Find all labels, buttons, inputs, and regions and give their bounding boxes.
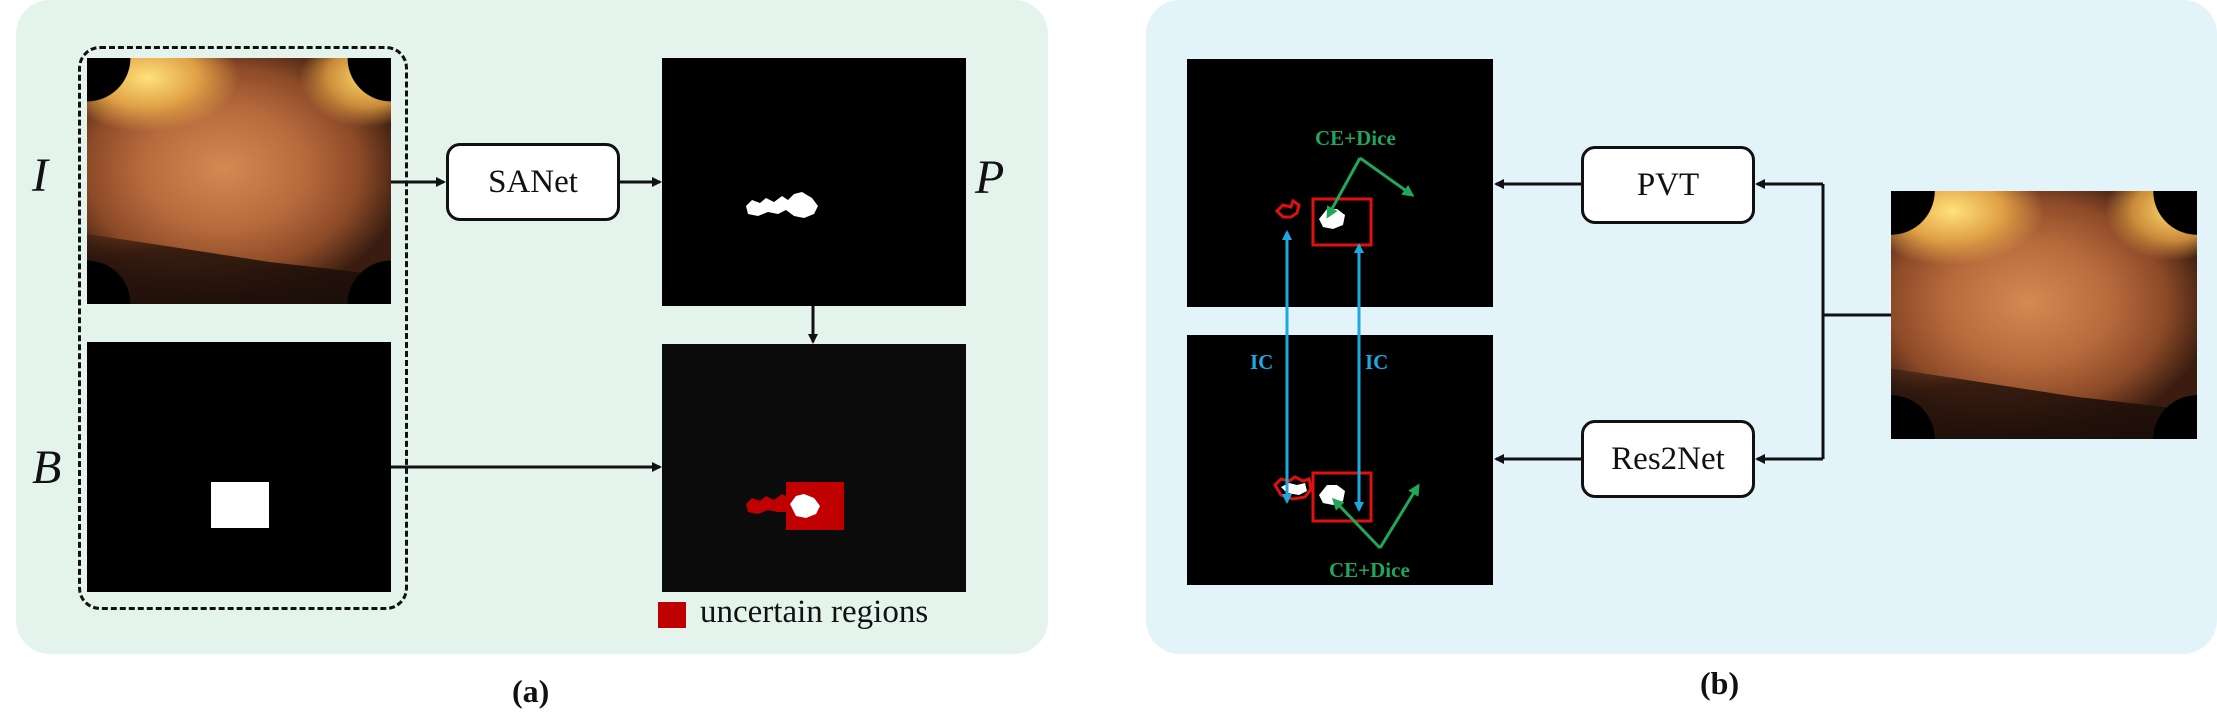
prediction-mask-image	[662, 58, 966, 306]
symbol-i: I	[32, 149, 48, 202]
box-prompt-white-rect	[211, 482, 269, 528]
uncertainty-map-image	[662, 344, 966, 592]
res2net-prediction-image	[1187, 335, 1493, 585]
symbol-p: P	[975, 151, 1005, 204]
pvt-model-box: PVT	[1581, 146, 1755, 224]
uncertainty-map-drawing	[746, 482, 844, 530]
bounding-box-mask-image	[87, 342, 391, 592]
endoscopy-image-input	[87, 58, 391, 304]
caption-a: (a)	[512, 673, 550, 709]
loss-label-top: CE+Dice	[1315, 126, 1396, 150]
pvt-prediction-drawing	[1274, 197, 1373, 247]
caption-b: (b)	[1700, 665, 1740, 701]
consistency-label-left: IC	[1250, 350, 1274, 374]
input-group-dashed-box	[78, 46, 408, 610]
loss-label-bottom: CE+Dice	[1329, 558, 1410, 582]
legend-label-uncertain: uncertain regions	[700, 594, 929, 630]
res2net-model-box: Res2Net	[1581, 420, 1755, 498]
legend-swatch-uncertain	[658, 602, 686, 628]
pvt-prediction-image	[1187, 59, 1493, 307]
res2net-prediction-drawing	[1273, 471, 1373, 523]
prediction-blob	[746, 192, 818, 218]
consistency-label-right: IC	[1365, 350, 1389, 374]
symbol-b: B	[32, 441, 62, 494]
sanet-model-box: SANet	[446, 143, 620, 221]
endoscopy-image-shared-input	[1891, 191, 2197, 439]
